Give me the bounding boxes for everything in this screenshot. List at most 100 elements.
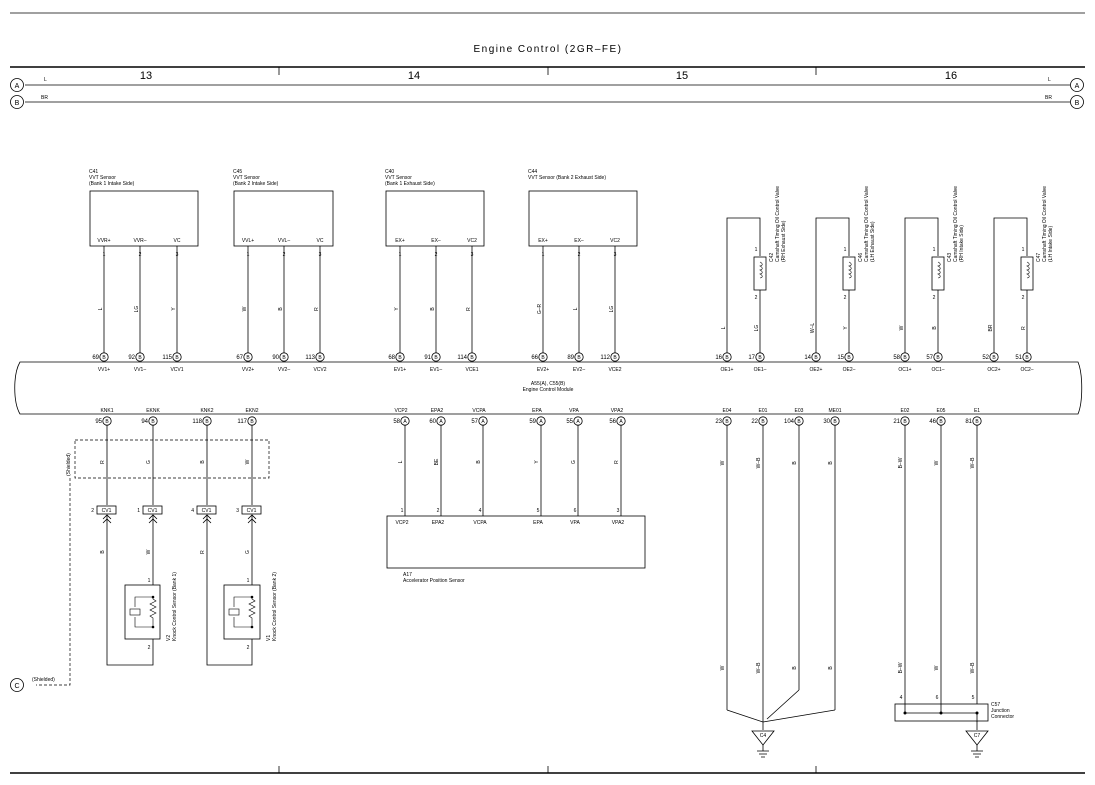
wire-color-label: B — [932, 326, 938, 330]
ecm-pin-number: 114 — [457, 355, 467, 361]
ocv-code: C47 — [1036, 253, 1042, 262]
ecm-pin-label: EV1+ — [394, 367, 406, 373]
sensor-pin-number: 6 — [574, 508, 577, 514]
vvt-sensor-box — [89, 190, 199, 247]
shield-c-circle: C — [10, 678, 24, 692]
vvt-sensor-box — [385, 190, 485, 247]
ecm-pin-label: E05 — [937, 408, 946, 414]
wire-color-label: BR — [988, 324, 994, 331]
wire-color-label: B — [430, 307, 436, 311]
column-number: 16 — [945, 70, 957, 82]
ecm-pin-connector: B — [758, 355, 762, 361]
sensor-pin-number: 1 — [399, 252, 402, 258]
vvt-sensor-sub: (Bank 1 Exhaust Side) — [385, 181, 435, 187]
ecm-pin-connector: B — [105, 419, 109, 425]
wire-color-label: LG — [609, 306, 615, 313]
sensor-pin-label: VC2 — [610, 238, 620, 244]
ecm-pin-number: 113 — [305, 355, 315, 361]
vvt-sensor-sub: (Bank 2 Intake Side) — [233, 181, 279, 187]
ocv-pin-number: 2 — [755, 295, 758, 301]
cv1-connector — [241, 505, 262, 515]
ecm-pin-number: 95 — [95, 419, 102, 425]
solenoid-coil — [842, 256, 856, 291]
sensor-pin-label: VVR– — [133, 238, 146, 244]
ecm-pin-number: 58 — [393, 419, 400, 425]
ecm-pin-label: ME01 — [828, 408, 841, 414]
ecm-pin-connector: B — [903, 419, 907, 425]
column-number: 13 — [140, 70, 152, 82]
wire-color-label: L — [721, 326, 727, 329]
ocv-sub: (RH Intake Side) — [959, 225, 965, 262]
sensor-pin-number: 4 — [479, 508, 482, 514]
ecm-pin-connector: B — [903, 355, 907, 361]
sensor-pin-label: VVL– — [278, 238, 290, 244]
ecm-pin-label: E1 — [974, 408, 980, 414]
sensor-pin-number: 2 — [139, 252, 142, 258]
sensor-pin-number: 2 — [283, 252, 286, 258]
ecm-pin-number: 90 — [272, 355, 279, 361]
ecm-pin-label: E04 — [723, 408, 732, 414]
wire — [726, 217, 761, 353]
sensor-pin-number: 3 — [319, 252, 322, 258]
ecm-pin-number: 22 — [751, 419, 758, 425]
ecm-pin-connector: B — [398, 355, 402, 361]
junction-dot — [939, 711, 943, 715]
wire-color-label: B — [200, 460, 206, 464]
ecm-name-label: Engine Control Module — [523, 387, 574, 393]
cv-pin-number: 1 — [137, 508, 140, 514]
junction-code: C57 — [991, 702, 1000, 708]
vvt-sensor-code: C40 — [385, 169, 394, 175]
ocv-pin-number: 2 — [844, 295, 847, 301]
ecm-pin-connector: B — [1025, 355, 1029, 361]
ecm-pin-connector: B — [613, 355, 617, 361]
svg-text:C: C — [14, 683, 19, 690]
ecm-pin-number: 23 — [715, 419, 722, 425]
ecm-pin-label: EV2+ — [537, 367, 549, 373]
ecm-pin-number: 16 — [715, 355, 722, 361]
ocv-name: Camshaft Timing Oil Control Valve — [953, 186, 959, 262]
ecm-pin-label: OE1– — [754, 367, 767, 373]
ecm-pin-connector: A — [439, 419, 443, 425]
ocv-sub: (LH Exhaust Side) — [870, 221, 876, 262]
ecm-pin-label: VCPA — [472, 408, 486, 414]
ecm-pin-label: VV2– — [278, 367, 290, 373]
wire-color-label: B — [792, 666, 798, 670]
ocv-code: C42 — [769, 253, 775, 262]
ecm-pin-number: 81 — [965, 419, 972, 425]
wire-color-label: W–B — [756, 662, 762, 674]
ocv-sub: (RH Exhaust Side) — [781, 220, 787, 262]
sensor-pin-label: VC — [174, 238, 181, 244]
junction-dot — [975, 711, 979, 715]
wire-color-label: Y — [843, 326, 849, 330]
ecm-pin-label: VV1– — [134, 367, 146, 373]
ecm-pin-number: 57 — [926, 355, 933, 361]
ecm-pin-connector: B — [246, 355, 250, 361]
cv-pin-number: 2 — [91, 508, 94, 514]
ecm-pin-number: 68 — [388, 355, 395, 361]
ecm-pin-connector: B — [814, 355, 818, 361]
solenoid-coil — [931, 256, 945, 291]
wire-color-label: LG — [134, 306, 140, 313]
ecm-pin-label: VPA — [569, 408, 579, 414]
coil-winding — [848, 261, 852, 279]
ecm-pin-number: 94 — [141, 419, 148, 425]
